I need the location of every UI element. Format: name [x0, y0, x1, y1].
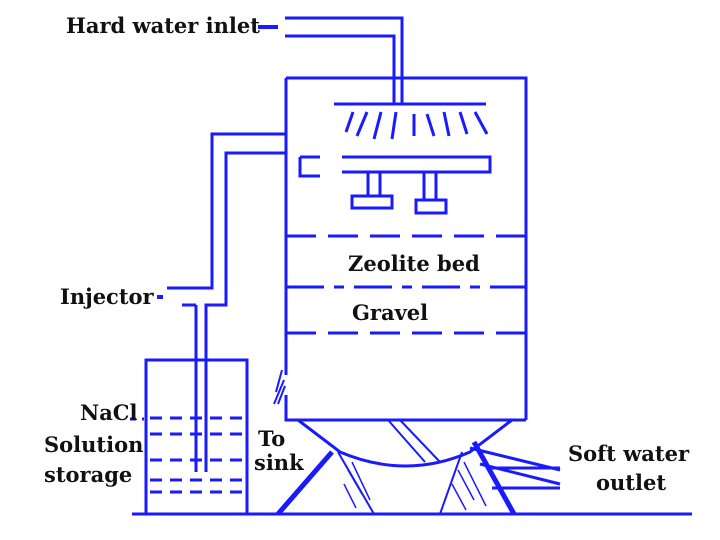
hard-water-inlet-pipe	[258, 16, 404, 104]
softener-tank	[284, 76, 528, 422]
support-legs	[276, 440, 517, 516]
brine-distributor	[298, 155, 492, 215]
label-soft-water: Soft water	[568, 441, 690, 466]
tank-bottom-cone	[297, 418, 561, 490]
label-nacl: NaCl	[80, 400, 138, 425]
label-gravel: Gravel	[352, 300, 428, 325]
label-injector: Injector	[60, 284, 155, 309]
tank-layers	[273, 234, 526, 405]
label-zeolite-bed: Zeolite bed	[348, 251, 480, 276]
diagram-labels: Hard water inlet Injector Zeolite bed Gr…	[44, 13, 690, 495]
label-sink: sink	[254, 450, 304, 475]
spray-distributor	[334, 102, 489, 140]
injector-line	[157, 132, 286, 472]
label-hard-water-inlet: Hard water inlet	[66, 13, 260, 38]
nacl-storage-tank	[130, 358, 249, 514]
label-outlet: outlet	[596, 470, 666, 495]
label-solution: Solution	[44, 432, 143, 457]
label-to: To	[258, 426, 285, 451]
label-storage: storage	[44, 462, 132, 487]
